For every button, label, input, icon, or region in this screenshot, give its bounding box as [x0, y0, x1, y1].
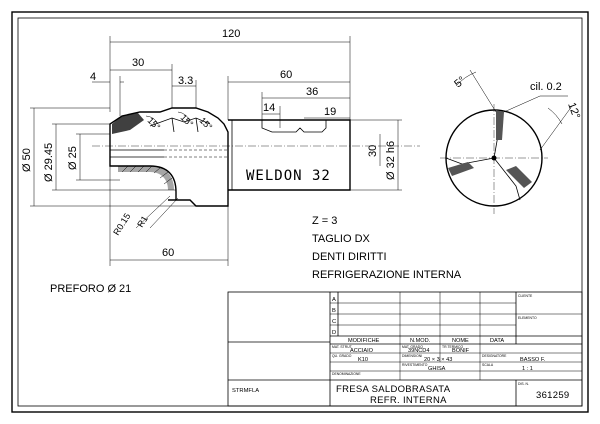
label-coating: RIVESTIMENTO — [402, 363, 428, 367]
dim-30-side: 30 — [367, 145, 379, 157]
value-design: BASSO F. — [520, 357, 546, 363]
label-denominazione: DENOMINAZIONE — [332, 372, 361, 376]
dim-dia29: Ø 29.45 — [43, 143, 55, 182]
value-scale: 1 : 1 — [522, 366, 533, 372]
value-hardness: K10 — [358, 357, 368, 363]
note-taglio: TAGLIO DX — [312, 233, 371, 245]
value-size: 20 × 3 × 43 — [424, 357, 452, 363]
col-nmod: N.MOD. — [410, 338, 431, 344]
outer-frame — [11, 11, 589, 413]
title-block: STRMFLA A B C D MODIFICHE N.MOD. NOME DA… — [227, 291, 583, 407]
note-refrigerazione: REFRIGERAZIONE INTERNA — [312, 269, 462, 281]
company-label: STRMFLA — [232, 388, 259, 394]
label-grade: MAT. GRADO — [402, 345, 423, 349]
angle-15-label-2: 15° — [179, 112, 196, 129]
leader-r1 — [149, 197, 179, 229]
tooth-insert — [448, 162, 474, 176]
angle-leader — [469, 69, 497, 113]
hatch-lines — [121, 165, 173, 185]
notes: Z = 3 TAGLIO DX DENTI DIRITTI REFRIGERAZ… — [50, 215, 462, 295]
dim-dia32: Ø 32 h6 — [385, 141, 397, 180]
label-size: DIMENSIONI — [402, 354, 422, 358]
leader-r015 — [135, 195, 171, 229]
title-block-frame — [227, 291, 583, 407]
dim-36: 36 — [306, 86, 318, 98]
dimension-lines: 120 4 30 3.3 60 36 14 19 60 — [21, 28, 402, 266]
label-scale: SCALA — [482, 363, 494, 367]
dim-14: 14 — [263, 102, 275, 114]
label-drawing-no: DIS. N. — [518, 382, 529, 386]
drawing-number: 361259 — [536, 390, 570, 401]
angle-15-label: 15° — [146, 115, 163, 132]
label-mat: MAT. STRUT. — [332, 345, 352, 349]
value-treatment: BONIF — [452, 348, 470, 354]
angle-arc-12 — [547, 107, 563, 125]
tooth-edge — [493, 157, 521, 201]
edge-line — [195, 117, 199, 133]
weldon-flat — [261, 120, 327, 133]
angle-15-label-3: 15° — [198, 115, 215, 132]
cil-label: cil. 0.2 — [530, 81, 562, 93]
hatch-section — [118, 166, 174, 190]
note-preforo: PREFORO Ø 21 — [50, 283, 131, 295]
label-hardness: QU. GRADO — [332, 354, 352, 358]
label-treatment: TR.TERMICO — [442, 345, 463, 349]
title-line-2: REFR. INTERNA — [370, 395, 447, 406]
dim-120: 120 — [222, 28, 240, 40]
dim-60-top: 60 — [280, 69, 292, 81]
angle-12-leader — [539, 105, 573, 151]
tooth-edge — [445, 157, 495, 165]
shank-label: WELDON 32 — [246, 168, 331, 184]
value-coating: GHISA — [428, 366, 446, 372]
inner-frame — [17, 17, 583, 407]
dim-19: 19 — [324, 106, 336, 118]
rev-c: C — [332, 319, 336, 325]
r015-label: R0.15 — [111, 211, 132, 237]
dim-60-bottom: 60 — [162, 247, 174, 259]
col-nome: NOME — [452, 338, 469, 344]
hatch-insert — [112, 113, 144, 134]
dim-4: 4 — [90, 71, 96, 83]
angle-12-label: 12° — [565, 101, 582, 121]
tooth-insert — [496, 110, 504, 140]
rev-b: B — [332, 308, 336, 314]
value-material: ACCIAIO — [350, 348, 374, 354]
label-design: DESIGNATORE — [482, 354, 507, 358]
note-z: Z = 3 — [312, 215, 337, 227]
rev-a: A — [332, 297, 336, 303]
side-view: WELDON 32 15° 15° 15° R0.15 R1 — [92, 107, 420, 237]
value-grade: 39NCD4 — [408, 348, 429, 354]
head-outline — [109, 107, 229, 207]
dim-dia50: Ø 50 — [21, 148, 33, 172]
head-left-face — [109, 140, 177, 200]
cutting-edge — [149, 117, 211, 127]
col-data: DATA — [490, 338, 504, 344]
dim-30-top: 30 — [132, 57, 144, 69]
tooth-insert — [506, 166, 532, 188]
label-cliente: CLIENTE — [518, 294, 533, 298]
col-modifiche: MODIFICHE — [348, 338, 380, 344]
note-denti: DENTI DIRITTI — [312, 251, 387, 263]
label-elemento: ELEMENTO — [518, 316, 537, 320]
edge-line — [171, 117, 175, 133]
angle-arc — [145, 115, 159, 125]
cil-leader — [503, 95, 541, 113]
rev-d: D — [332, 330, 336, 336]
angle-arc — [177, 111, 191, 123]
title-line-1: FRESA SALDOBRASATA — [336, 384, 451, 395]
angle-5-label: 5° — [452, 74, 468, 90]
angle-arc-5 — [455, 71, 477, 87]
front-view: 5° cil. 0.2 12° — [440, 69, 582, 214]
dim-3-3: 3.3 — [178, 75, 193, 87]
dim-dia25: Ø 25 — [67, 146, 79, 170]
